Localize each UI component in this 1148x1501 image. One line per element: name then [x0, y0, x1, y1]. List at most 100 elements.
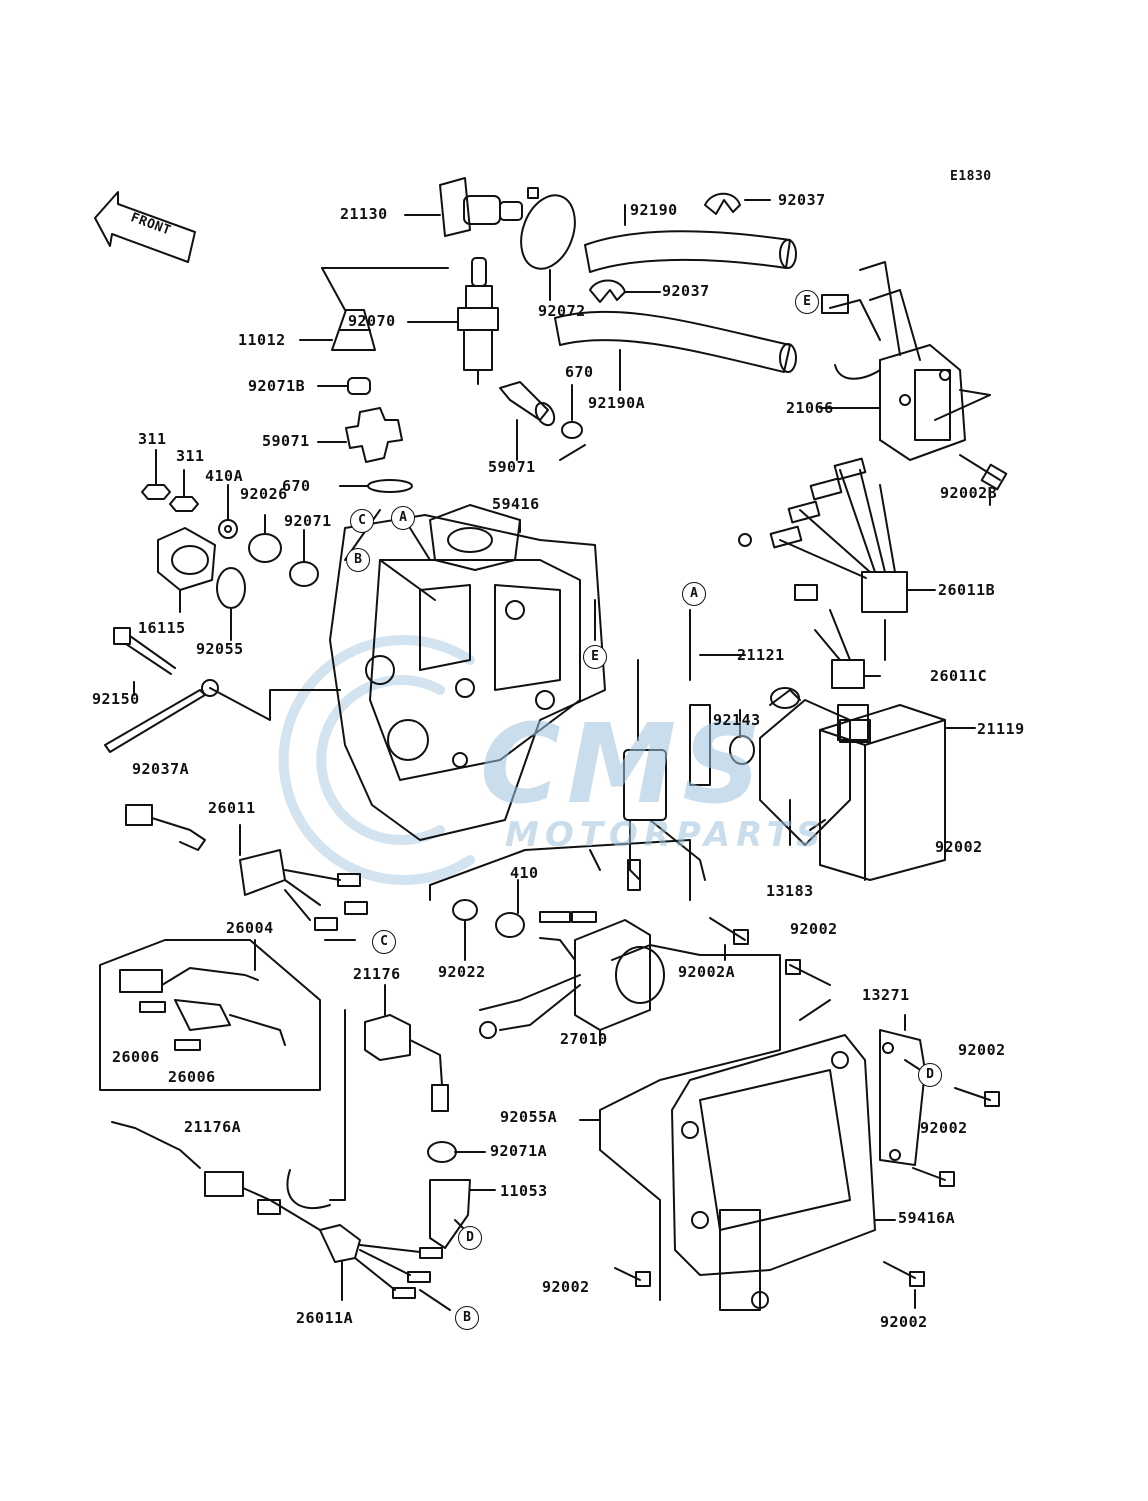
part-number-label: 92071A — [490, 1142, 548, 1160]
part-number-label: 92022 — [438, 963, 486, 981]
part-number-label: 26011C — [930, 667, 988, 685]
sensor-kit-box — [99, 939, 321, 1091]
reference-callout: D — [458, 1226, 482, 1250]
bolt-92002-icon — [785, 959, 831, 986]
watermark-brand: CMS — [480, 700, 768, 828]
part-number-label: 92190A — [588, 394, 646, 412]
o-ring-upper-icon — [561, 384, 583, 439]
part-number-label: 26006 — [112, 1048, 160, 1066]
bolt-bottom-left-icon — [614, 1267, 651, 1287]
part-number-label: 92002 — [920, 1119, 968, 1137]
part-number-label: 92072 — [538, 302, 586, 320]
wire-harness-b-icon — [738, 457, 936, 613]
spark-plug-cap-icon — [404, 177, 523, 237]
part-number-label: 92055A — [500, 1108, 558, 1126]
part-number-label: 92037A — [132, 760, 190, 778]
cover-icon — [879, 1014, 926, 1166]
part-number-label: 92002B — [940, 484, 998, 502]
part-number-label: 26011A — [296, 1309, 354, 1327]
regulator-icon — [819, 261, 991, 461]
part-number-label: 21066 — [786, 399, 834, 417]
reference-callout: D — [918, 1063, 942, 1087]
part-number-label: 92143 — [713, 711, 761, 729]
o-ring-lower-icon — [339, 479, 413, 493]
part-number-label: 59071 — [262, 432, 310, 450]
part-number-label: 92002 — [880, 1313, 928, 1331]
part-number-label: 13183 — [766, 882, 814, 900]
bracket-icon — [759, 699, 851, 846]
long-bolt-icon — [113, 627, 176, 696]
spark-plug-icon — [407, 257, 499, 385]
starter-relay-icon — [479, 911, 665, 1046]
part-number-label: 92071 — [284, 512, 332, 530]
reference-callout: C — [372, 930, 396, 954]
reference-callout: B — [346, 548, 370, 572]
hose-upper-icon — [584, 204, 797, 273]
rubber-cap-icon — [317, 377, 371, 395]
part-number-label: 670 — [282, 477, 311, 495]
part-number-label: 59416A — [898, 1209, 956, 1227]
part-number-label: 21176 — [353, 965, 401, 983]
part-number-label: 21121 — [737, 646, 785, 664]
rubber-plug-92071-icon — [289, 529, 319, 587]
washer-icon — [218, 484, 238, 539]
rubber-plug-icon — [248, 514, 282, 563]
nut-icon — [141, 449, 199, 512]
part-number-label: 21176A — [184, 1118, 242, 1136]
bolt-right-lower-icon — [912, 1167, 955, 1187]
bolt-icon — [959, 454, 1008, 506]
watermark-logo — [278, 635, 475, 885]
part-number-label: 92002 — [935, 838, 983, 856]
gasket-icon — [579, 944, 781, 1301]
reference-callout: B — [455, 1306, 479, 1330]
front-arrow-icon — [94, 191, 196, 263]
part-number-label: 92002 — [542, 1278, 590, 1296]
bolt-92002A-icon — [709, 917, 749, 961]
sensor-harness-icon — [125, 804, 368, 931]
part-number-label: 92037 — [662, 282, 710, 300]
cable-tie-icon — [104, 679, 341, 753]
ignition-coil-icon — [623, 609, 746, 891]
plate-59416A-icon — [671, 1034, 896, 1311]
part-number-label: 92002A — [678, 963, 736, 981]
part-number-label: 92002 — [958, 1041, 1006, 1059]
part-number-label: 26011 — [208, 799, 256, 817]
part-number-label: 59071 — [488, 458, 536, 476]
part-number-label: 410A — [205, 467, 244, 485]
diagram-code: E1830 — [950, 169, 992, 184]
watermark-subtitle: MOTORPARTS — [505, 815, 827, 855]
part-number-label: 311 — [176, 447, 205, 465]
wire-harness-c-icon — [794, 584, 886, 689]
part-number-label: 92070 — [348, 312, 396, 330]
part-number-label: 59416 — [492, 495, 540, 513]
part-number-label: 26011B — [938, 581, 996, 599]
fitting-right-icon — [499, 381, 556, 461]
reference-callout: C — [350, 509, 374, 533]
hose-lower-icon — [554, 310, 797, 391]
part-number-label: 21119 — [977, 720, 1025, 738]
hose-clip-upper-icon — [704, 192, 771, 215]
part-number-label: 26006 — [168, 1068, 216, 1086]
sensor-harness-a-icon — [111, 1121, 443, 1301]
filler-cap-icon — [157, 527, 216, 613]
protective-cap-icon — [299, 267, 449, 351]
spacer-icon — [729, 687, 801, 765]
part-number-label: 13271 — [862, 986, 910, 1004]
gasket-ring-icon — [216, 567, 246, 641]
band-clamp-icon — [520, 187, 576, 301]
mounting-plate-icon — [329, 504, 606, 841]
part-number-label: 92055 — [196, 640, 244, 658]
bolt-bottom-right-icon — [883, 1261, 925, 1309]
part-number-label: 11012 — [238, 331, 286, 349]
bolt-right-upper-icon — [954, 1087, 1000, 1107]
reference-callout: A — [391, 506, 415, 530]
rubber-grommet-icon — [427, 1141, 486, 1163]
temp-sensor-icon — [329, 984, 449, 1201]
part-number-label: 92037 — [778, 191, 826, 209]
part-number-label: 16115 — [138, 619, 186, 637]
part-number-label: 11053 — [500, 1182, 548, 1200]
part-number-label: 92190 — [630, 201, 678, 219]
part-number-label: 92150 — [92, 690, 140, 708]
part-number-label: 21130 — [340, 205, 388, 223]
